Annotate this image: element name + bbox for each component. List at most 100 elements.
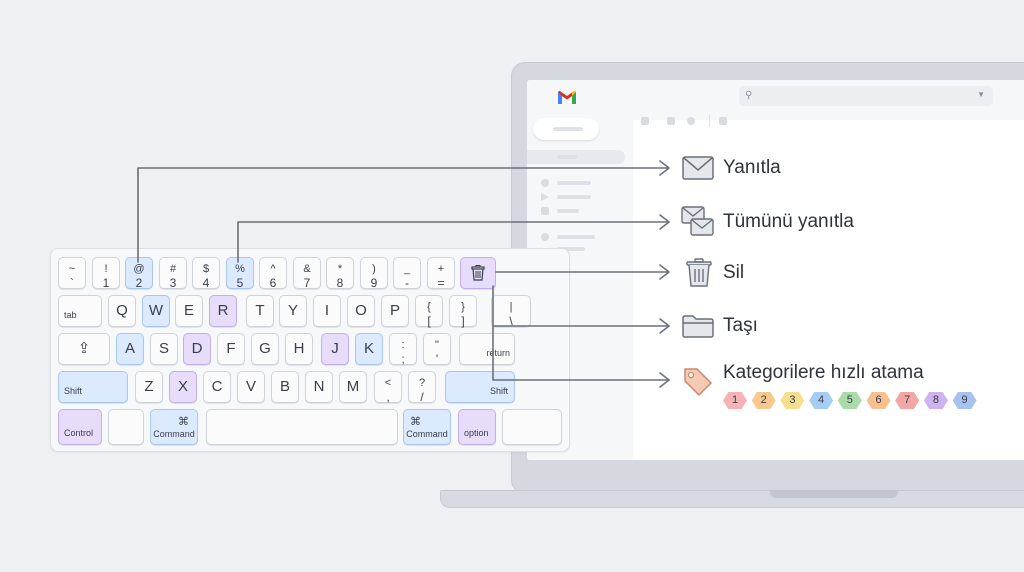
- key-a[interactable]: A: [116, 333, 144, 365]
- key-legend: 7: [303, 276, 311, 290]
- key-space[interactable]: [206, 409, 398, 445]
- key-c[interactable]: C: [203, 371, 231, 403]
- key-2[interactable]: @2: [125, 257, 153, 289]
- key-shift-legend: ?: [418, 377, 426, 389]
- key-q[interactable]: Q: [108, 295, 136, 327]
- toolbar-checkbox-icon[interactable]: [641, 117, 649, 125]
- key-legend: Shift: [489, 386, 508, 396]
- key-w[interactable]: W: [142, 295, 170, 327]
- toolbar-icon[interactable]: [687, 117, 695, 125]
- key-delete[interactable]: [460, 257, 496, 289]
- key-legend: 1: [102, 276, 110, 290]
- key-legend: ⇪: [77, 340, 91, 357]
- key-3[interactable]: #3: [159, 257, 187, 289]
- key-rbrace[interactable]: }]: [449, 295, 477, 327]
- key-legend: Control: [64, 428, 94, 438]
- key-control[interactable]: Control: [58, 409, 102, 445]
- key-shift-left[interactable]: Shift: [58, 371, 128, 403]
- key-s[interactable]: S: [150, 333, 178, 365]
- key-legend: S: [158, 340, 169, 357]
- toolbar-icon[interactable]: [667, 117, 675, 125]
- key-6[interactable]: ^6: [259, 257, 287, 289]
- key-legend: Q: [116, 302, 128, 319]
- key-tab[interactable]: tab: [58, 295, 102, 327]
- key-legend: ': [435, 352, 439, 366]
- key-b[interactable]: B: [271, 371, 299, 403]
- nav-item-bar: [557, 181, 591, 185]
- key-legend: Y: [287, 302, 298, 319]
- key-legend: C: [211, 378, 223, 395]
- key-legend: 6: [269, 276, 277, 290]
- key-h[interactable]: H: [285, 333, 313, 365]
- key-minus[interactable]: _-: [393, 257, 421, 289]
- key-n[interactable]: N: [305, 371, 333, 403]
- key-m[interactable]: M: [339, 371, 367, 403]
- key-command-right[interactable]: Command⌘: [403, 409, 451, 445]
- key-o[interactable]: O: [347, 295, 375, 327]
- key-caps[interactable]: ⇪: [58, 333, 110, 365]
- toolbar-divider: [709, 115, 710, 127]
- key-legend: J: [331, 340, 339, 357]
- nav-item-bar: [557, 195, 591, 199]
- key-pipe[interactable]: |\: [491, 295, 531, 327]
- chevron-down-icon[interactable]: ▼: [977, 90, 985, 99]
- search-bar[interactable]: ⚲ ▼: [739, 86, 993, 106]
- key-shift-legend: {: [427, 301, 431, 313]
- key-y[interactable]: Y: [279, 295, 307, 327]
- key-return[interactable]: return: [459, 333, 515, 365]
- compose-button[interactable]: [533, 118, 599, 140]
- key-shift-right[interactable]: Shift: [445, 371, 515, 403]
- key-j[interactable]: J: [321, 333, 349, 365]
- key-x[interactable]: X: [169, 371, 197, 403]
- key-r[interactable]: R: [209, 295, 237, 327]
- key-v[interactable]: V: [237, 371, 265, 403]
- key-edge[interactable]: [502, 409, 562, 445]
- key-i[interactable]: I: [313, 295, 341, 327]
- key-legend: ,: [386, 390, 390, 404]
- key-lbrace[interactable]: {[: [415, 295, 443, 327]
- key-equal[interactable]: +=: [427, 257, 455, 289]
- key-shift-legend: :: [401, 339, 405, 351]
- key-tilde[interactable]: ~`: [58, 257, 86, 289]
- key-legend: H: [293, 340, 305, 357]
- key-blank[interactable]: [108, 409, 144, 445]
- key-semicolon[interactable]: :;: [389, 333, 417, 365]
- key-4[interactable]: $4: [192, 257, 220, 289]
- trash-icon: [686, 258, 712, 287]
- key-8[interactable]: *8: [326, 257, 354, 289]
- key-shift-legend: ^: [270, 263, 276, 275]
- category-chip: 8: [923, 392, 948, 409]
- key-legend: K: [363, 340, 374, 357]
- key-command-left[interactable]: Command⌘: [150, 409, 198, 445]
- category-chip: 5: [837, 392, 862, 409]
- toolbar-icon[interactable]: [719, 117, 727, 125]
- key-e[interactable]: E: [175, 295, 203, 327]
- key-f[interactable]: F: [217, 333, 245, 365]
- key-shift-legend: }: [461, 301, 465, 313]
- nav-icon: [541, 179, 549, 187]
- key-7[interactable]: &7: [293, 257, 321, 289]
- key-g[interactable]: G: [251, 333, 279, 365]
- key-legend: 5: [236, 276, 244, 290]
- key-option[interactable]: option: [458, 409, 496, 445]
- key-z[interactable]: Z: [135, 371, 163, 403]
- key-legend: E: [183, 302, 194, 319]
- key-d[interactable]: D: [183, 333, 211, 365]
- key-t[interactable]: T: [246, 295, 274, 327]
- key-comma[interactable]: <,: [374, 371, 402, 403]
- key-k[interactable]: K: [355, 333, 383, 365]
- key-shift-legend: #: [169, 263, 177, 275]
- key-1[interactable]: !1: [92, 257, 120, 289]
- key-9[interactable]: )9: [360, 257, 388, 289]
- action-label-categorize: Kategorilere hızlı atama: [723, 362, 924, 383]
- nav-icon: [541, 233, 549, 241]
- key-slash[interactable]: ?/: [408, 371, 436, 403]
- nav-icon: [541, 193, 549, 201]
- key-5[interactable]: %5: [226, 257, 254, 289]
- key-shift-legend: |: [509, 301, 513, 313]
- category-chip: 6: [866, 392, 891, 409]
- key-p[interactable]: P: [381, 295, 409, 327]
- key-quote[interactable]: "': [423, 333, 451, 365]
- key-shift-legend: *: [337, 263, 343, 275]
